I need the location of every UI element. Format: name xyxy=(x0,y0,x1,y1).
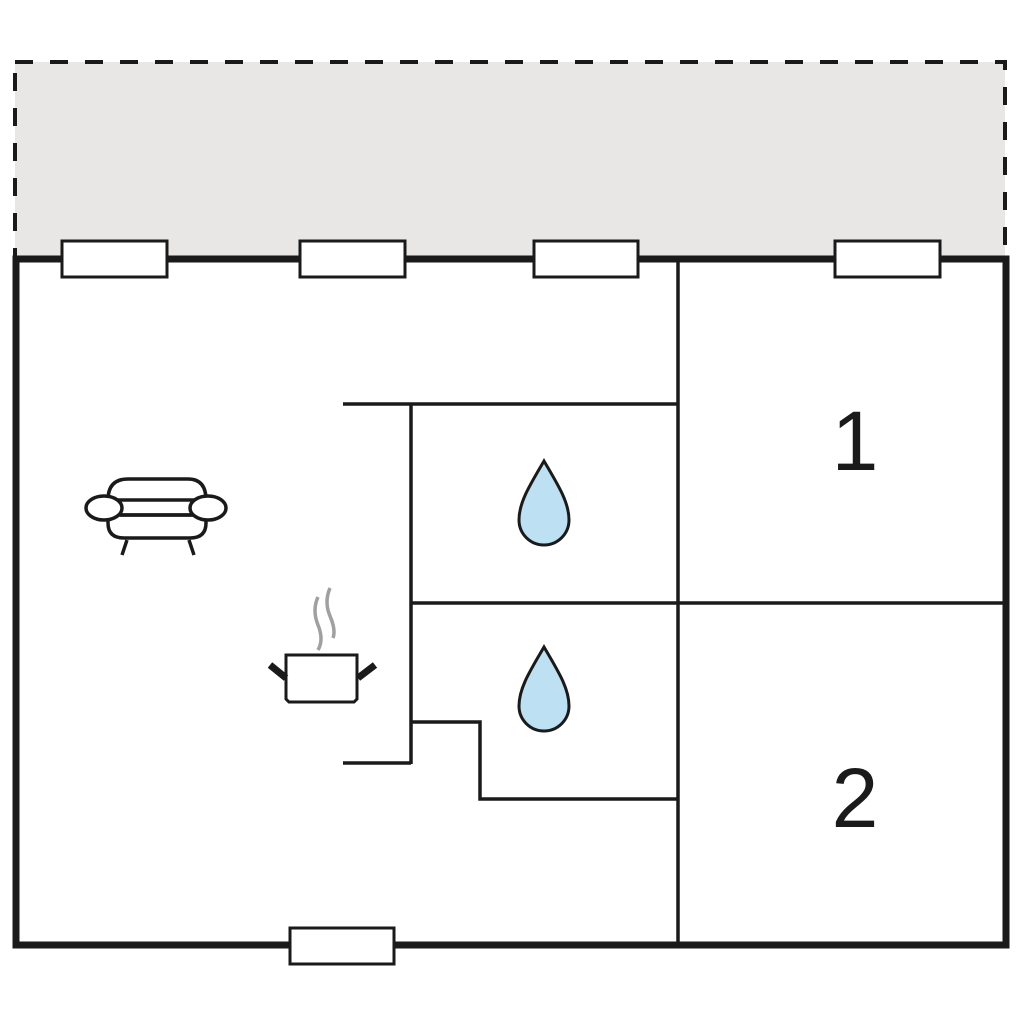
window xyxy=(298,239,407,279)
terrace-area xyxy=(13,60,1007,261)
cooking-pot-icon xyxy=(267,587,378,704)
room-number-1: 1 xyxy=(832,394,879,488)
window xyxy=(288,926,396,966)
window xyxy=(833,239,942,279)
water-drop-icon xyxy=(517,458,571,547)
interior-walls xyxy=(343,259,1004,945)
window xyxy=(532,239,640,279)
room-number-2: 2 xyxy=(832,751,879,845)
windows xyxy=(60,239,942,966)
water-drop-icon xyxy=(517,644,571,733)
window xyxy=(60,239,169,279)
sofa-icon xyxy=(84,477,228,556)
